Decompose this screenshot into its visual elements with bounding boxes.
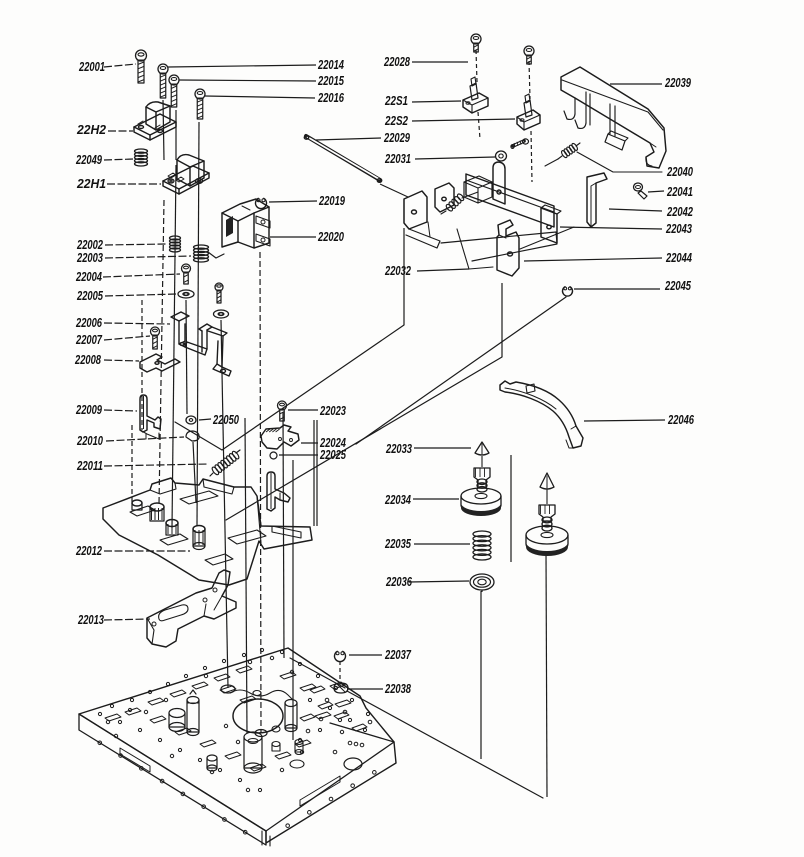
svg-text:22003: 22003 xyxy=(76,250,103,265)
svg-text:22031: 22031 xyxy=(384,151,411,166)
svg-text:22002: 22002 xyxy=(76,237,103,252)
svg-text:22010: 22010 xyxy=(76,433,103,448)
svg-text:22035: 22035 xyxy=(384,536,411,551)
svg-text:22005: 22005 xyxy=(76,288,103,303)
svg-text:22H1: 22H1 xyxy=(76,176,106,191)
svg-text:22S1: 22S1 xyxy=(384,93,408,108)
svg-text:22044: 22044 xyxy=(665,250,692,265)
svg-text:22034: 22034 xyxy=(384,492,411,507)
svg-text:22011: 22011 xyxy=(76,458,103,473)
svg-text:22041: 22041 xyxy=(666,184,693,199)
svg-text:22009: 22009 xyxy=(75,402,102,417)
svg-text:22012: 22012 xyxy=(75,543,102,558)
svg-text:22024: 22024 xyxy=(319,435,346,450)
svg-text:22013: 22013 xyxy=(77,612,104,627)
svg-text:22014: 22014 xyxy=(317,57,344,72)
svg-text:22025: 22025 xyxy=(319,447,346,462)
svg-text:22033: 22033 xyxy=(385,441,412,456)
svg-text:22004: 22004 xyxy=(75,269,102,284)
svg-text:22008: 22008 xyxy=(74,352,101,367)
svg-text:22043: 22043 xyxy=(665,221,692,236)
svg-text:22028: 22028 xyxy=(383,54,410,69)
svg-text:22H2: 22H2 xyxy=(76,122,107,137)
svg-text:22S2: 22S2 xyxy=(384,113,408,128)
svg-text:22020: 22020 xyxy=(317,229,344,244)
svg-text:22007: 22007 xyxy=(75,332,102,347)
svg-text:22019: 22019 xyxy=(318,193,345,208)
svg-text:22040: 22040 xyxy=(666,164,693,179)
svg-text:22045: 22045 xyxy=(664,278,691,293)
svg-text:22016: 22016 xyxy=(317,90,344,105)
svg-text:22042: 22042 xyxy=(666,204,693,219)
svg-text:22006: 22006 xyxy=(75,315,102,330)
svg-text:22049: 22049 xyxy=(75,152,102,167)
svg-text:22036: 22036 xyxy=(385,574,412,589)
svg-text:22046: 22046 xyxy=(667,412,694,427)
svg-text:22029: 22029 xyxy=(383,130,410,145)
svg-text:22050: 22050 xyxy=(212,412,239,427)
svg-text:22037: 22037 xyxy=(384,647,411,662)
svg-text:22023: 22023 xyxy=(319,403,346,418)
svg-text:22015: 22015 xyxy=(317,73,344,88)
svg-text:22038: 22038 xyxy=(384,681,411,696)
svg-text:22001: 22001 xyxy=(78,59,105,74)
svg-text:22039: 22039 xyxy=(664,75,691,90)
svg-text:22032: 22032 xyxy=(384,263,411,278)
